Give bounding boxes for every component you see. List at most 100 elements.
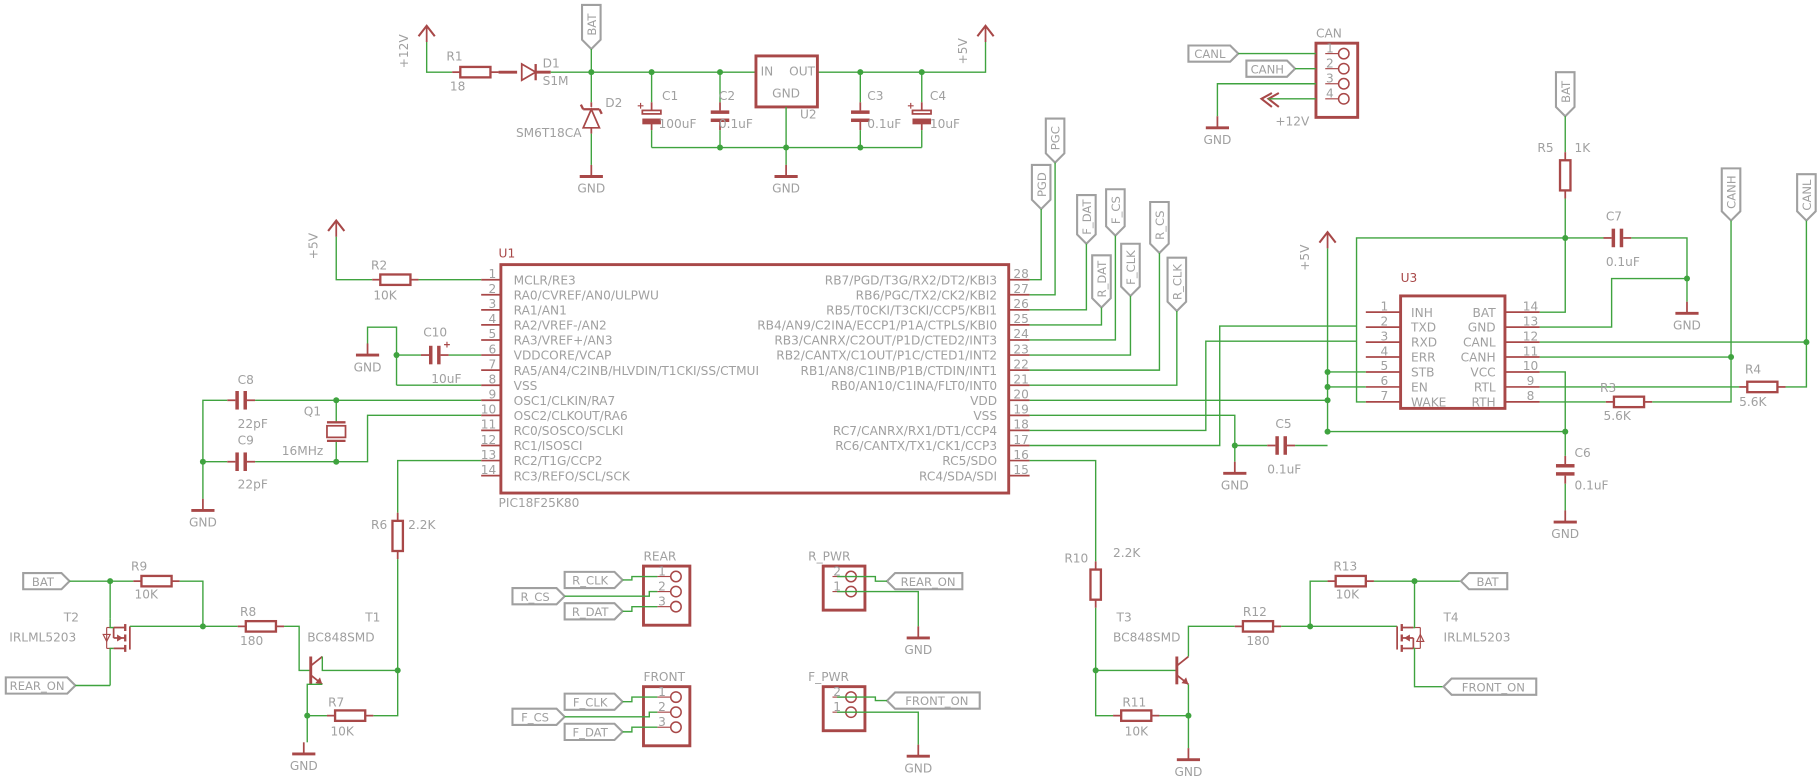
connector-pin bbox=[669, 585, 682, 598]
pin-number: 7 bbox=[1381, 389, 1389, 403]
gnd-label: GND bbox=[290, 759, 318, 773]
net-flag-bat-can: BAT bbox=[1554, 71, 1576, 118]
label: 2.2K bbox=[408, 518, 436, 532]
pin-name: RB2/CANTX/C1OUT/P1C/CTED1/INT2 bbox=[776, 349, 997, 363]
mosfet-arrow-icon bbox=[117, 634, 123, 642]
front-wires bbox=[622, 696, 658, 703]
net-flag-shape bbox=[885, 571, 964, 591]
cap-plate bbox=[1555, 472, 1575, 476]
cap-plate bbox=[912, 118, 932, 125]
wire bbox=[1029, 243, 1088, 311]
wire bbox=[1413, 581, 1416, 629]
resistor-body bbox=[140, 574, 173, 588]
label: C8 bbox=[238, 373, 254, 387]
pin-number: 19 bbox=[1013, 403, 1028, 417]
net-flag-shape bbox=[1149, 200, 1170, 255]
wire bbox=[564, 711, 658, 718]
label: C7 bbox=[1606, 210, 1622, 224]
net-flag-pgc: PGC bbox=[1044, 117, 1066, 165]
capacitor-c2: C20.1uF bbox=[710, 72, 753, 148]
crystal-icon bbox=[326, 424, 347, 439]
label: T2 bbox=[63, 611, 79, 625]
label: R3 bbox=[1600, 381, 1616, 395]
wire bbox=[1309, 580, 1328, 627]
gnd-label: GND bbox=[189, 516, 217, 530]
net-flag-shape bbox=[1796, 173, 1817, 223]
resistor-body bbox=[1746, 380, 1779, 394]
gnd-symbol: GND bbox=[189, 498, 217, 530]
connector-ref: R_PWR bbox=[808, 549, 851, 563]
pin-number: 10 bbox=[481, 403, 496, 417]
net-flag-r-cs: R_CS bbox=[1149, 200, 1170, 255]
label: 0.1uF bbox=[1575, 479, 1609, 493]
net-flag-bat-rear: BAT bbox=[22, 571, 72, 591]
cap-plate bbox=[1619, 228, 1624, 248]
net-flag-f-clk: F_CLK bbox=[1120, 242, 1141, 298]
connector-pin bbox=[1337, 92, 1350, 105]
chip-ref: U3 bbox=[1401, 271, 1418, 285]
pin-number: 2 bbox=[658, 700, 666, 714]
pin-name: RC6/CANTX/TX1/CK1/CCP3 bbox=[835, 439, 997, 453]
wire bbox=[306, 683, 327, 717]
wire bbox=[255, 414, 482, 463]
gnd-symbol: GND bbox=[1221, 461, 1249, 493]
pin-number: 1 bbox=[658, 564, 666, 578]
label: D1 bbox=[543, 57, 560, 71]
resistor-body bbox=[1612, 395, 1646, 409]
gnd-symbol: GND bbox=[904, 744, 932, 775]
net-flag-shape bbox=[1166, 256, 1188, 313]
supply-5v-can: +5V bbox=[1298, 230, 1337, 271]
pin-name: RB7/PGD/T3G/RX2/DT2/KBI3 bbox=[825, 273, 997, 287]
cap-plate bbox=[235, 391, 239, 410]
pin-number: 1 bbox=[833, 579, 841, 593]
wire bbox=[1539, 277, 1687, 328]
wire bbox=[837, 711, 919, 745]
wire bbox=[1187, 625, 1235, 657]
net-label: F_CS bbox=[521, 710, 549, 724]
pin-number: 12 bbox=[1523, 329, 1538, 343]
pin-name: RB1/AN8/C1INB/P1B/CTDIN/INT1 bbox=[801, 364, 998, 378]
net-label: PGC bbox=[1049, 126, 1063, 150]
net-flag-shape bbox=[1459, 571, 1509, 591]
net-flag-shape bbox=[22, 571, 72, 591]
pin-name: STB bbox=[1411, 366, 1434, 380]
gnd-symbol: GND bbox=[354, 343, 381, 374]
net-flag-shape bbox=[1105, 188, 1126, 238]
u3-5v-rail bbox=[1324, 248, 1569, 435]
net-label: R_CLK bbox=[572, 574, 608, 588]
canl-wire bbox=[1539, 220, 1810, 388]
resistor-r4: R45.6K bbox=[1539, 363, 1786, 409]
resistor-body bbox=[391, 519, 405, 553]
pin-line bbox=[1176, 655, 1189, 667]
label: 18 bbox=[450, 80, 465, 94]
net-flag-shape bbox=[563, 570, 625, 590]
pin-name: INH bbox=[1411, 306, 1433, 320]
pin-number: 22 bbox=[1013, 357, 1028, 371]
net-flag-bat-front: BAT bbox=[1459, 571, 1509, 591]
wire bbox=[837, 590, 919, 627]
net-flag-shape bbox=[885, 691, 981, 710]
wire bbox=[284, 625, 311, 672]
connector-pin bbox=[669, 570, 682, 583]
front-wires bbox=[622, 726, 658, 733]
body-diode-icon bbox=[102, 633, 112, 643]
pin-name: RA2/VREF-/AN2 bbox=[514, 319, 607, 333]
label: OUT bbox=[789, 65, 815, 79]
pin-line bbox=[310, 655, 323, 667]
pin-name: RTL bbox=[1474, 381, 1496, 395]
wire bbox=[817, 42, 987, 73]
power-input-wires bbox=[425, 42, 453, 73]
label: 0.1uF bbox=[1267, 462, 1301, 476]
supply-label: +5V bbox=[956, 37, 970, 64]
label: R4 bbox=[1745, 363, 1761, 377]
pin-number: 5 bbox=[1381, 359, 1389, 373]
wire bbox=[202, 461, 228, 499]
label: U2 bbox=[800, 108, 817, 122]
pin-number: 10 bbox=[1523, 359, 1538, 373]
label: T1 bbox=[364, 611, 380, 625]
connector-ref: FRONT bbox=[643, 670, 685, 684]
